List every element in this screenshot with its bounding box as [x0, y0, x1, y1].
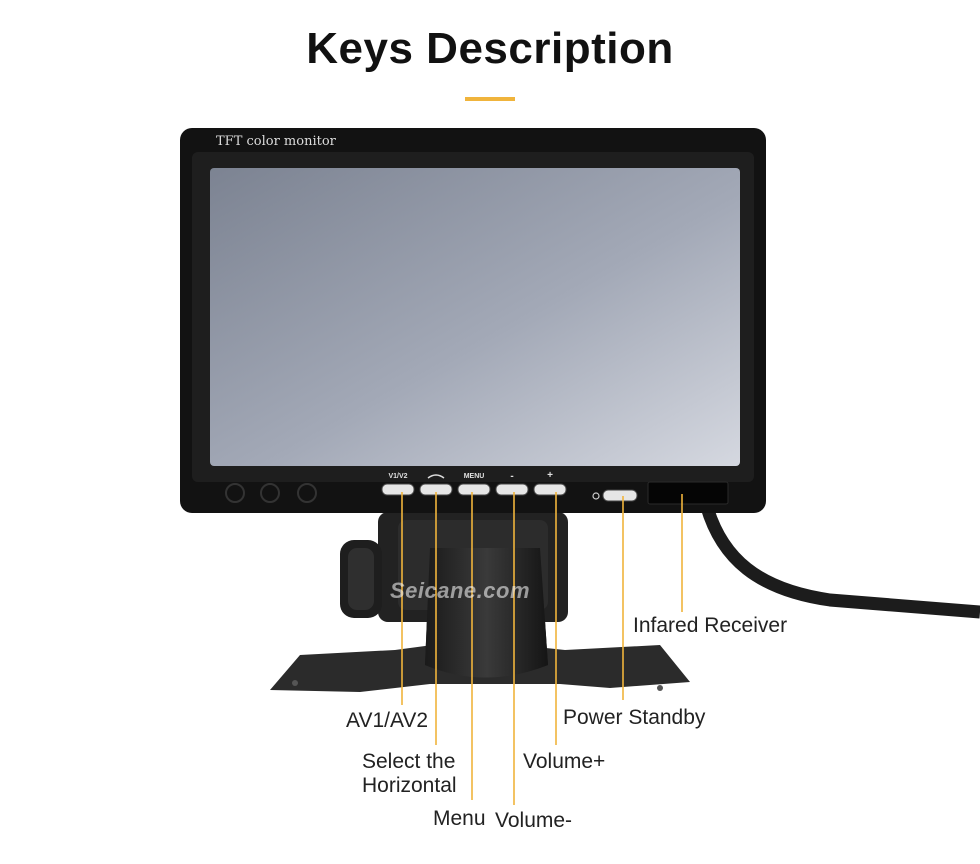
- power-button-shape: [602, 489, 638, 502]
- callout-select-line1: Select the: [362, 750, 456, 773]
- bezel-label: TFT color monitor: [216, 134, 336, 149]
- base-screw-hole: [657, 685, 663, 691]
- title-underline: [465, 97, 515, 101]
- menu-button-shape: [457, 483, 491, 496]
- bezel-dot: [225, 483, 245, 503]
- bezel-dot: [297, 483, 317, 503]
- power-cable: [698, 498, 980, 619]
- av-button-mark: V1/V2: [388, 473, 408, 480]
- watermark: Seicane.com: [390, 578, 531, 603]
- stand-neck: [425, 548, 548, 678]
- av-button-shape: [381, 483, 415, 496]
- select-mark: [427, 474, 445, 479]
- menu-button-mark: MENU: [463, 473, 485, 480]
- callout-select-line2: Horizontal: [362, 774, 457, 797]
- volume-minus-button-shape: [495, 483, 529, 496]
- callout-menu: Menu: [433, 807, 486, 830]
- power-icon: [592, 492, 600, 500]
- volume-minus-mark: -: [510, 471, 514, 482]
- ir-receiver-window: [647, 481, 729, 505]
- bezel-dot: [260, 483, 280, 503]
- callout-power: Power Standby: [563, 706, 706, 729]
- callout-lines: [401, 492, 683, 805]
- callout-volume-minus: Volume-: [495, 809, 573, 832]
- volume-plus-mark: +: [547, 470, 553, 481]
- base-screw-hole: [292, 680, 298, 686]
- volume-plus-button-shape: [533, 483, 567, 496]
- callout-av: AV1/AV2: [346, 709, 429, 732]
- callout-infrared: Infared Receiver: [633, 614, 788, 637]
- monitor-screen: [210, 168, 740, 466]
- page-title: Keys Description: [306, 24, 674, 73]
- callout-volume-plus: Volume+: [523, 750, 606, 773]
- tilt-knob-grip: [348, 548, 374, 610]
